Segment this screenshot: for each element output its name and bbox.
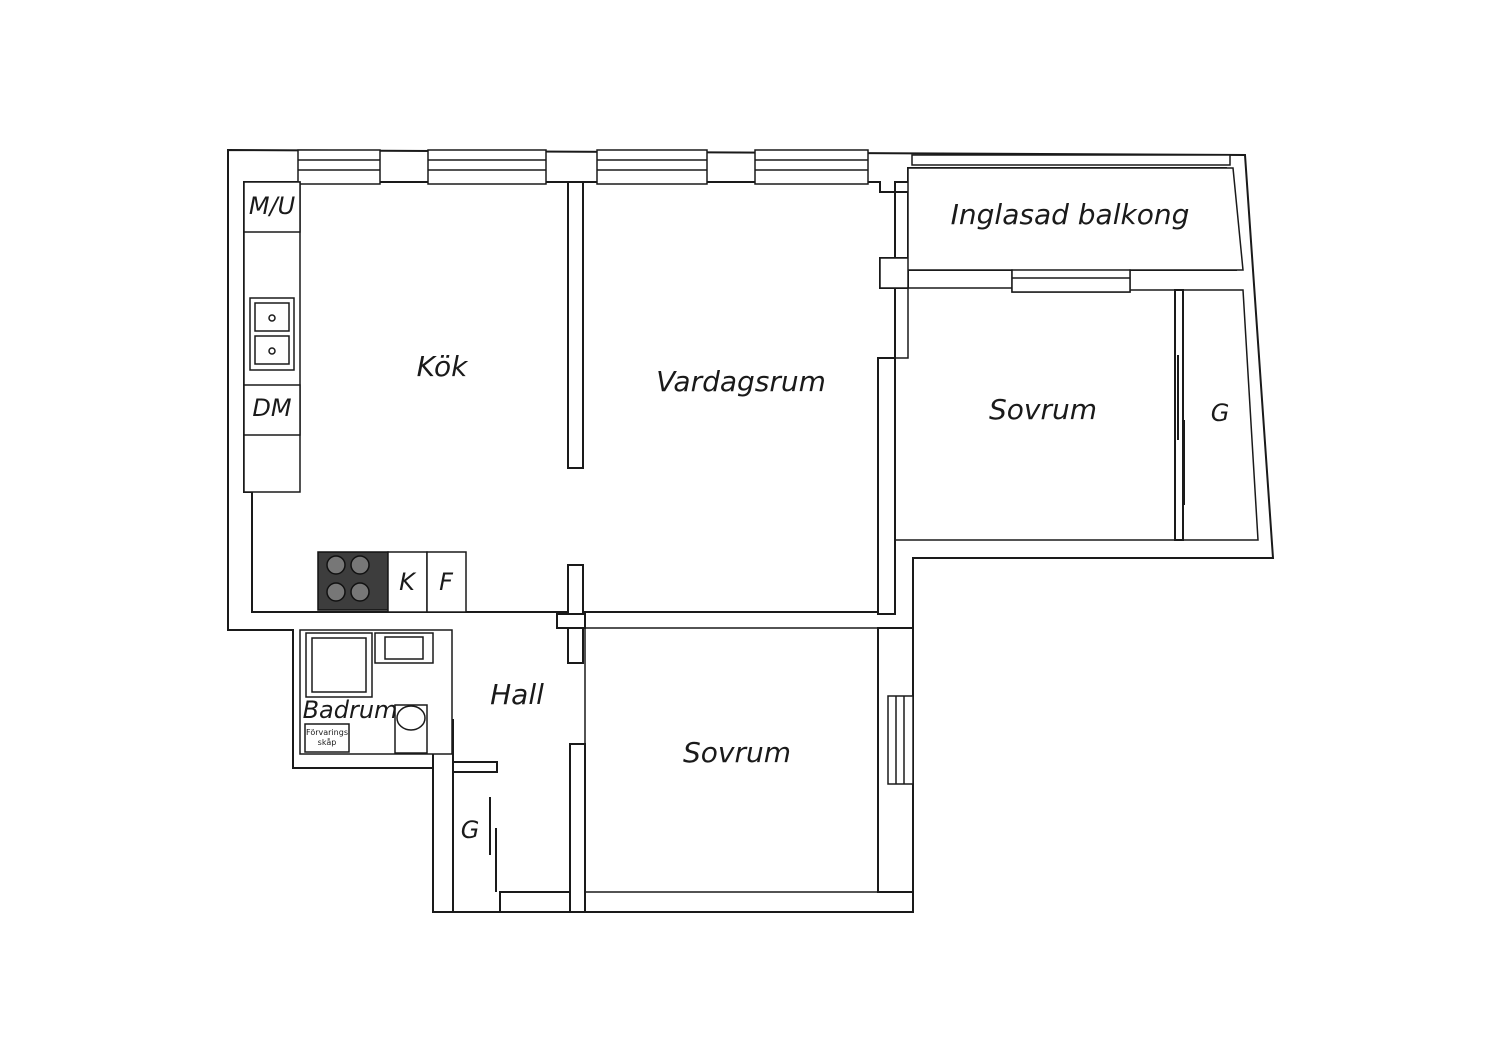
wall-kitchen-living — [567, 181, 584, 469]
wall-cross-hall — [556, 613, 586, 629]
freezer — [426, 551, 467, 613]
kitchen-counter — [243, 181, 467, 613]
window-balcony — [911, 154, 1231, 166]
windows — [297, 149, 1231, 785]
window-1 — [297, 149, 381, 185]
bedroom-lower-label: Sovrum — [683, 736, 791, 769]
bathroom — [299, 629, 453, 755]
wall-bedroom-upper — [877, 357, 896, 615]
dishwasher-cabinet — [243, 384, 301, 436]
window-bedroom-lower — [887, 695, 914, 785]
freezer-label: F — [439, 568, 454, 596]
shower-inner — [311, 637, 367, 693]
balcony-label: Inglasad balkong — [951, 198, 1190, 231]
sink-basin-1 — [254, 302, 290, 332]
bedroom-upper-label: Sovrum — [989, 393, 1097, 426]
hall-label: Hall — [490, 678, 544, 711]
wall-lower-bedroom — [569, 743, 586, 913]
fridge — [387, 551, 428, 613]
window-3 — [596, 149, 708, 185]
window-2 — [427, 149, 547, 185]
wall-wardrobe-top — [452, 761, 498, 773]
microwave-cabinet — [243, 181, 301, 233]
storage-cabinet-label-1: Förvarings — [306, 728, 348, 737]
living-room-label: Vardagsrum — [656, 365, 826, 398]
wardrobe-doors — [489, 355, 1185, 892]
washbasin-bowl — [384, 636, 424, 660]
wardrobe-lower-label: G — [461, 816, 480, 844]
microwave-label: M/U — [249, 192, 296, 220]
window-bedroom-upper — [1011, 269, 1131, 293]
storage-cabinet-label-2: skåp — [318, 737, 337, 747]
bathroom-label: Badrum — [303, 696, 398, 724]
wall-hall-bottom — [499, 891, 571, 913]
wardrobe-upper-label: G — [1211, 399, 1230, 427]
storage-cabinet — [304, 723, 350, 753]
window-4 — [754, 149, 869, 185]
fridge-label: K — [399, 568, 417, 596]
kitchen-label: Kök — [417, 350, 469, 383]
dishwasher-label: DM — [252, 394, 291, 422]
